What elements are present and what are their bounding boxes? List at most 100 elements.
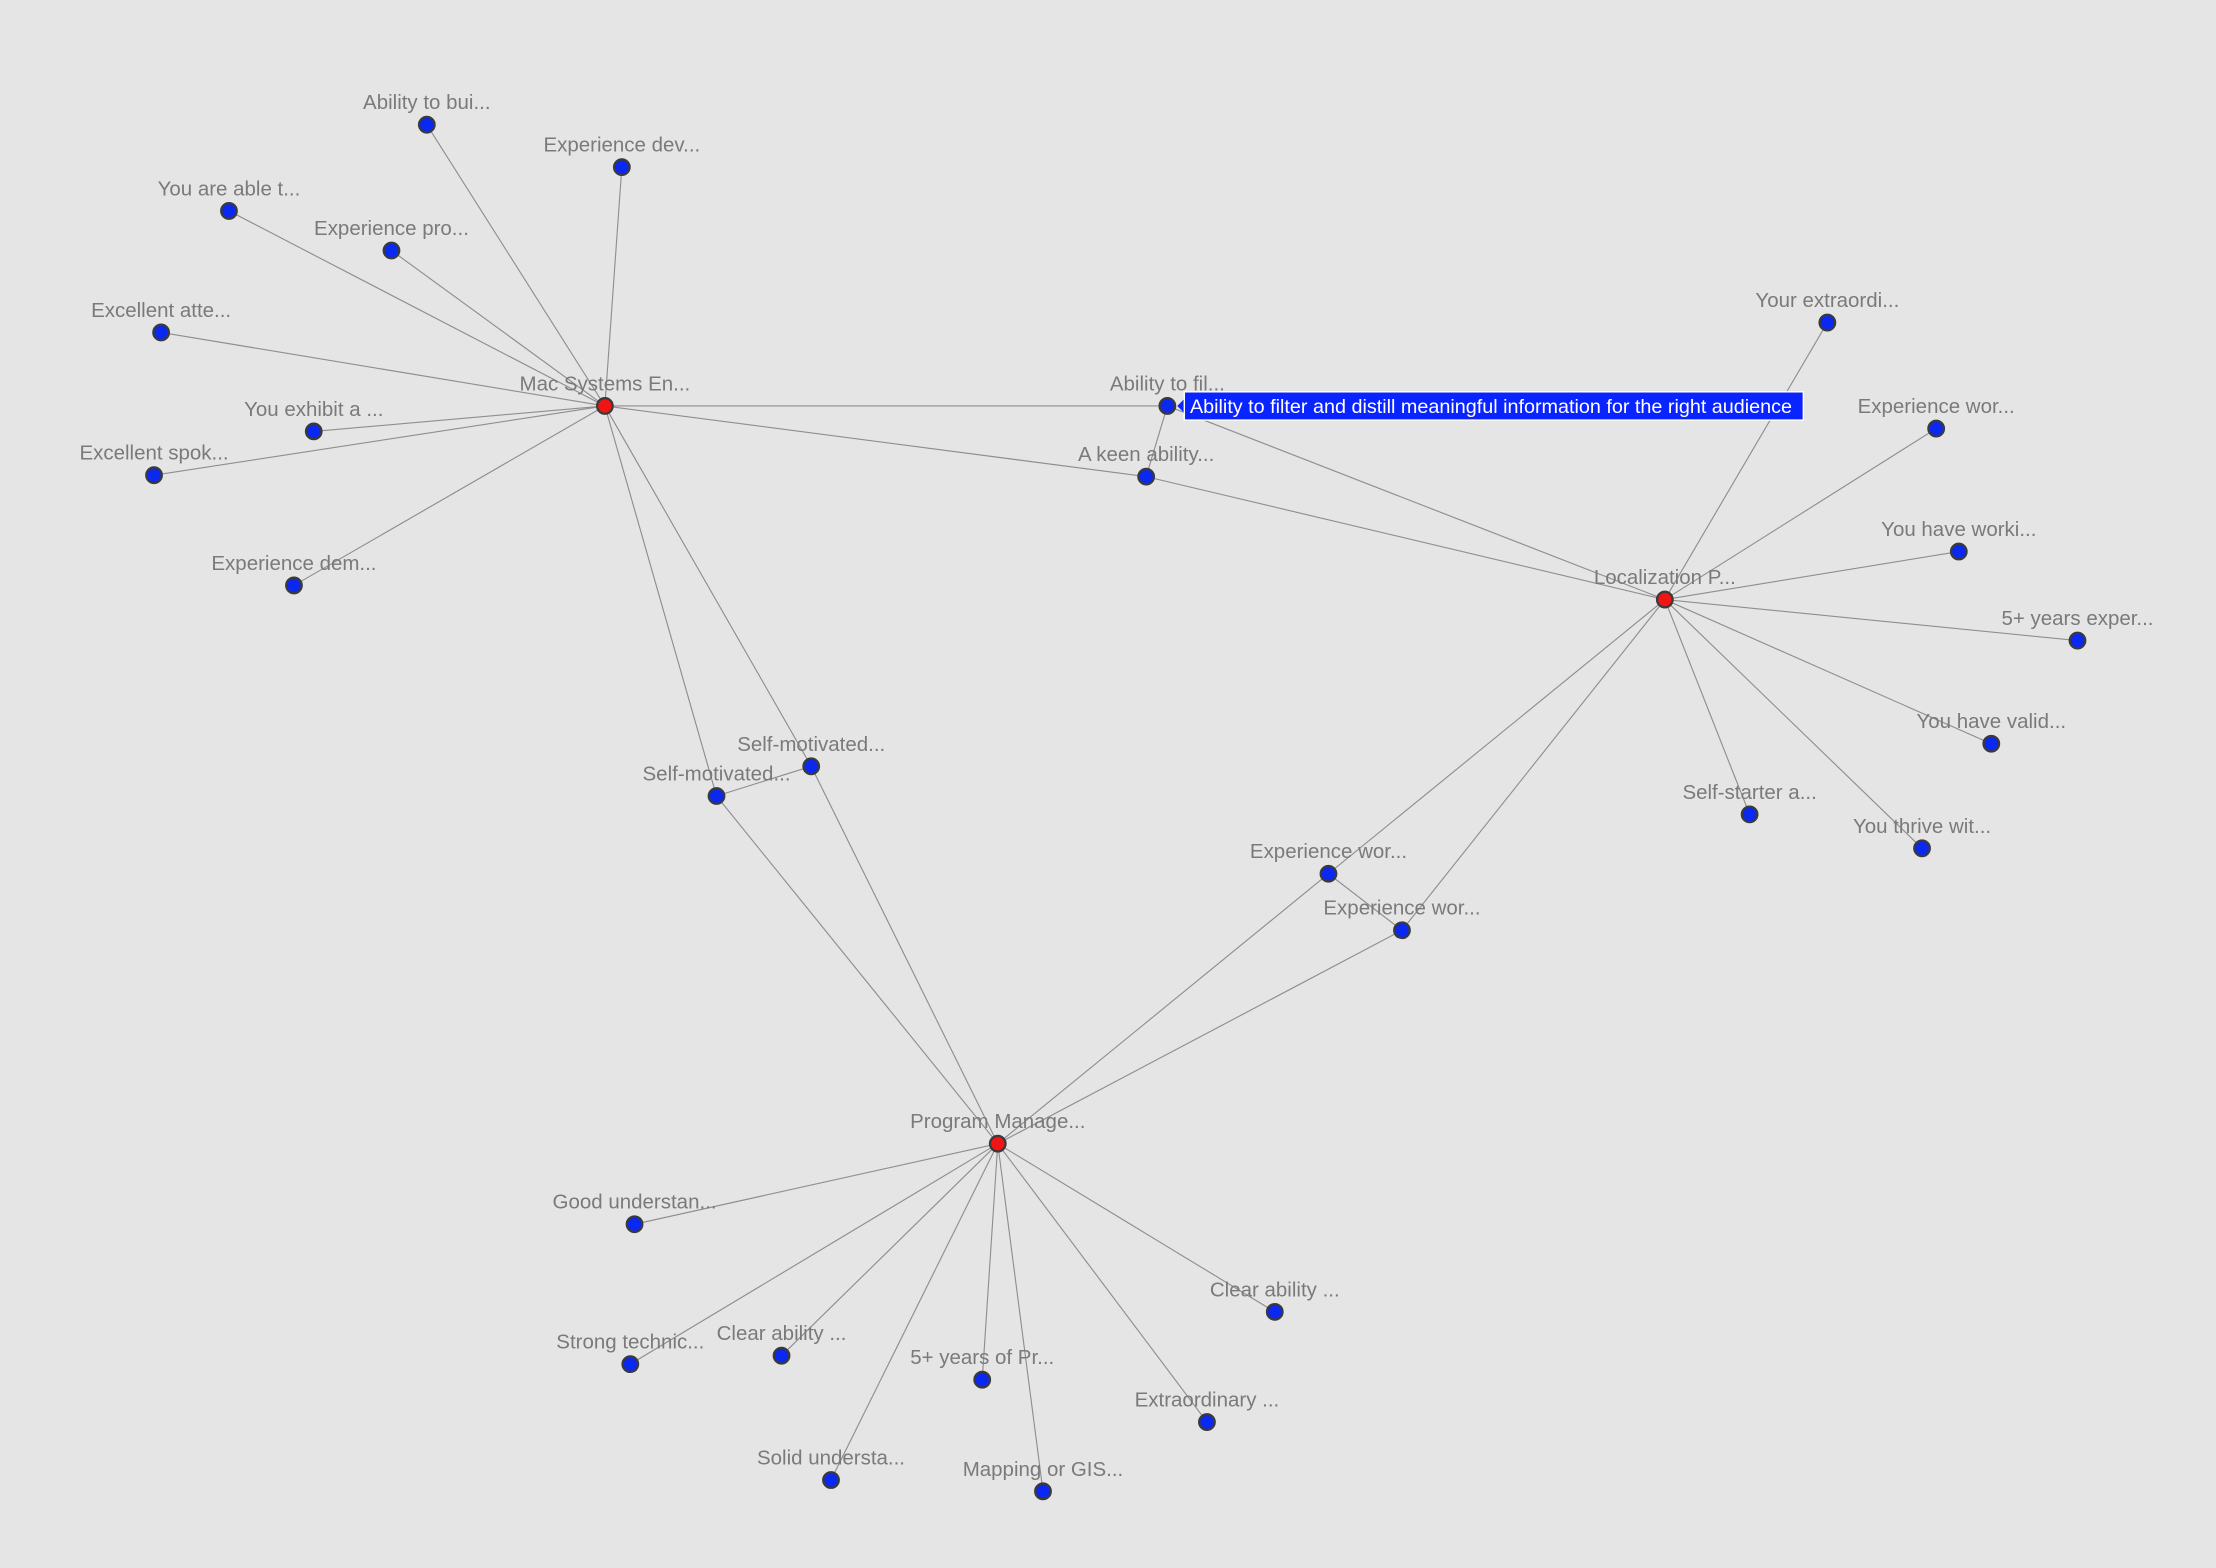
node-circle[interactable] bbox=[1913, 839, 1931, 858]
node-circle[interactable] bbox=[1319, 864, 1338, 883]
node-circle[interactable] bbox=[1158, 397, 1177, 415]
node-label: Experience dev... bbox=[543, 134, 700, 157]
node-circle[interactable] bbox=[612, 158, 631, 177]
node-circle[interactable] bbox=[145, 466, 163, 485]
node-circle[interactable] bbox=[1137, 467, 1156, 486]
node-circle[interactable] bbox=[625, 1215, 644, 1234]
edge-mac-m3 bbox=[228, 210, 606, 407]
node-label: Self-starter a... bbox=[1682, 781, 1816, 804]
node-circle[interactable] bbox=[1393, 921, 1411, 940]
leaf-node-m6[interactable]: You exhibit a ... bbox=[244, 398, 383, 441]
node-circle[interactable] bbox=[285, 576, 303, 595]
node-circle[interactable] bbox=[152, 323, 171, 342]
edge-s1-s2 bbox=[1145, 405, 1168, 477]
leaf-node-s5[interactable]: Experience wor... bbox=[1250, 840, 1407, 883]
leaf-node-l4[interactable]: 5+ years exper... bbox=[2001, 607, 2154, 650]
edge-pm-p8 bbox=[997, 1143, 1276, 1313]
leaf-node-m3[interactable]: You are able t... bbox=[158, 177, 301, 220]
leaf-node-p3[interactable]: Clear ability ... bbox=[717, 1322, 847, 1365]
leaf-node-l7[interactable]: Self-starter a... bbox=[1682, 781, 1817, 824]
node-circle[interactable] bbox=[1034, 1482, 1052, 1501]
leaf-node-l3[interactable]: You have worki... bbox=[1881, 518, 2036, 561]
leaf-node-s6[interactable]: Experience wor... bbox=[1323, 897, 1481, 940]
leaf-node-p4[interactable]: 5+ years of Pr... bbox=[910, 1346, 1054, 1389]
leaf-node-l1[interactable]: Your extraordi... bbox=[1755, 289, 1899, 332]
node-circle[interactable] bbox=[1655, 590, 1674, 609]
node-circle[interactable] bbox=[382, 241, 401, 260]
leaf-node-m8[interactable]: Experience dem... bbox=[211, 552, 377, 595]
node-label: Mapping or GIS... bbox=[963, 1458, 1124, 1481]
node-circle[interactable] bbox=[1740, 805, 1759, 824]
leaf-node-s3[interactable]: Self-motivated... bbox=[737, 733, 885, 776]
node-circle[interactable] bbox=[417, 115, 436, 134]
node-circle[interactable] bbox=[772, 1346, 791, 1365]
node-label: You thrive wit... bbox=[1853, 815, 1991, 838]
node-circle[interactable] bbox=[220, 202, 238, 220]
node-circle[interactable] bbox=[2068, 631, 2087, 650]
edge-mac-m1 bbox=[426, 124, 606, 407]
node-circle[interactable] bbox=[1949, 542, 1968, 561]
node-circle[interactable] bbox=[304, 422, 323, 441]
edge-pm-s5 bbox=[997, 873, 1329, 1145]
edge-pm-p5 bbox=[830, 1143, 999, 1481]
node-circle[interactable] bbox=[707, 787, 726, 805]
edge-mac-m8 bbox=[293, 405, 606, 586]
hub-node-mac[interactable]: Mac Systems En... bbox=[520, 372, 691, 415]
node-circle[interactable] bbox=[1818, 313, 1837, 332]
leaf-node-m7[interactable]: Excellent spok... bbox=[79, 442, 229, 485]
leaf-node-p8[interactable]: Clear ability ... bbox=[1210, 1278, 1340, 1321]
edge-mac-s3 bbox=[604, 405, 812, 767]
edge-loc-l5 bbox=[1664, 599, 1992, 745]
leaf-node-s1[interactable]: Ability to fil... bbox=[1110, 372, 1225, 415]
leaf-node-p7[interactable]: Extraordinary ... bbox=[1135, 1389, 1280, 1431]
leaf-node-m4[interactable]: Experience pro... bbox=[314, 217, 469, 260]
leaf-node-l6[interactable]: You thrive wit... bbox=[1853, 815, 1991, 858]
hub-node-loc[interactable]: Localization P... bbox=[1594, 566, 1736, 609]
node-circle[interactable] bbox=[621, 1355, 640, 1374]
node-label: Experience wor... bbox=[1250, 840, 1407, 863]
node-label: 5+ years of Pr... bbox=[910, 1346, 1054, 1369]
node-label: Experience pro... bbox=[314, 217, 469, 240]
node-label: Program Manage... bbox=[910, 1110, 1085, 1133]
node-circle[interactable] bbox=[822, 1471, 840, 1489]
leaf-node-m2[interactable]: Experience dev... bbox=[543, 134, 700, 177]
edge-pm-s3 bbox=[810, 766, 999, 1144]
node-circle[interactable] bbox=[802, 757, 821, 776]
nodes-layer: Mac Systems En... Localization P... Progra… bbox=[79, 91, 2154, 1501]
node-circle[interactable] bbox=[1927, 419, 1946, 438]
edge-pm-p4 bbox=[981, 1143, 999, 1380]
edge-mac-m6 bbox=[313, 405, 605, 432]
node-circle[interactable] bbox=[1982, 734, 2001, 753]
node-label: Clear ability ... bbox=[1210, 1278, 1340, 1301]
edge-pm-p2 bbox=[630, 1143, 999, 1365]
node-circle[interactable] bbox=[988, 1134, 1007, 1153]
leaf-node-m1[interactable]: Ability to bui... bbox=[363, 91, 491, 134]
node-label: You are able t... bbox=[158, 177, 301, 200]
node-circle[interactable] bbox=[973, 1370, 992, 1389]
leaf-node-m5[interactable]: Excellent atte... bbox=[91, 299, 231, 342]
leaf-node-s2[interactable]: A keen ability... bbox=[1078, 443, 1214, 486]
node-tooltip: Ability to filter and distill meaningful… bbox=[1177, 391, 1805, 421]
edge-mac-m5 bbox=[161, 331, 605, 407]
edge-loc-s6 bbox=[1401, 599, 1666, 931]
node-circle[interactable] bbox=[1265, 1302, 1284, 1321]
leaf-node-l2[interactable]: Experience wor... bbox=[1858, 395, 2015, 438]
leaf-node-s4[interactable]: Self-motivated... bbox=[643, 762, 791, 805]
node-circle[interactable] bbox=[1198, 1413, 1216, 1431]
edge-s3-s4 bbox=[716, 765, 812, 797]
edge-mac-s4 bbox=[604, 405, 718, 797]
node-label: Ability to bui... bbox=[363, 91, 491, 114]
leaf-node-p6[interactable]: Mapping or GIS... bbox=[963, 1458, 1124, 1501]
leaf-node-p2[interactable]: Strong technic... bbox=[556, 1331, 704, 1374]
node-circle[interactable] bbox=[595, 397, 614, 415]
edge-loc-l4 bbox=[1664, 599, 2078, 642]
edge-pm-p6 bbox=[997, 1143, 1044, 1492]
hub-node-pm[interactable]: Program Manage... bbox=[910, 1110, 1085, 1153]
leaf-node-p1[interactable]: Good understan... bbox=[553, 1191, 717, 1234]
leaf-node-l5[interactable]: You have valid... bbox=[1917, 710, 2067, 753]
node-label: Excellent atte... bbox=[91, 299, 231, 322]
node-label: Experience wor... bbox=[1858, 395, 2015, 418]
leaf-node-p5[interactable]: Solid understa... bbox=[757, 1446, 905, 1489]
node-label: You have valid... bbox=[1917, 710, 2067, 733]
